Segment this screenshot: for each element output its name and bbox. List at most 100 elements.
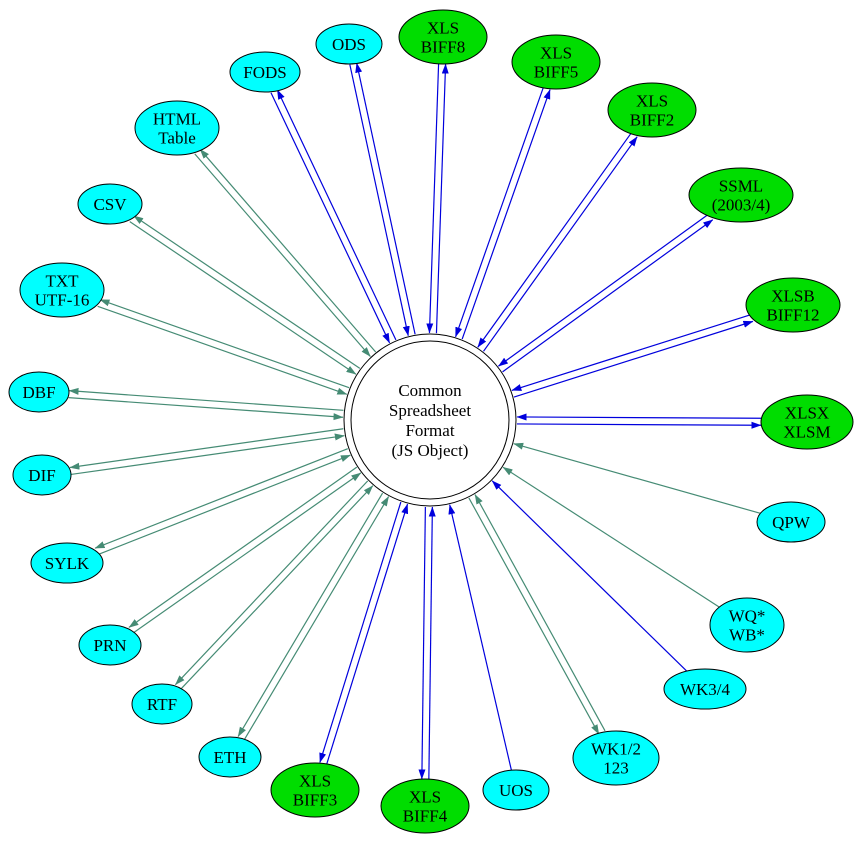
node-label-wk34: WK3/4 bbox=[680, 680, 731, 699]
node-eth: ETH bbox=[198, 736, 262, 778]
edge-write-rtf bbox=[174, 480, 369, 686]
node-shape-prn bbox=[78, 624, 142, 666]
node-label-uos: UOS bbox=[499, 781, 533, 800]
edge-write-dbf bbox=[68, 387, 344, 411]
edge-write-xls-biff4 bbox=[418, 506, 426, 780]
edge-read-rtf bbox=[180, 485, 374, 690]
edge-read-txt-utf16 bbox=[97, 305, 348, 395]
edge-write-xls-biff5 bbox=[461, 89, 551, 340]
edge-read-wk12-123 bbox=[474, 494, 606, 732]
node-ods: ODS bbox=[315, 23, 383, 65]
edge-read-xlsx-xlsm bbox=[516, 413, 762, 421]
node-wk34: WK3/4 bbox=[663, 668, 747, 710]
node-shape-ods bbox=[315, 23, 383, 65]
node-label-dif: DIF bbox=[28, 466, 55, 485]
node-shape-qpw bbox=[756, 501, 826, 543]
node-shape-eth bbox=[198, 736, 262, 778]
edge-write-xls-biff8 bbox=[435, 63, 449, 334]
node-label-prn: PRN bbox=[93, 636, 126, 655]
node-dbf: DBF bbox=[8, 371, 70, 413]
node-shape-uos bbox=[482, 769, 550, 811]
node-ssml: SSML(2003/4) bbox=[688, 167, 794, 223]
node-sylk: SYLK bbox=[30, 542, 104, 584]
node-rtf: RTF bbox=[131, 683, 193, 725]
edge-read-dbf bbox=[68, 397, 344, 421]
node-label-eth: ETH bbox=[213, 748, 246, 767]
node-shape-rtf bbox=[131, 683, 193, 725]
edge-write-xls-biff3 bbox=[319, 501, 402, 763]
node-label-ods: ODS bbox=[332, 35, 366, 54]
node-csv: CSV bbox=[77, 183, 143, 225]
node-dif: DIF bbox=[12, 454, 72, 496]
node-shape-xls-biff5 bbox=[511, 34, 601, 90]
node-shape-sylk bbox=[30, 542, 104, 584]
node-label-qpw: QPW bbox=[772, 513, 811, 532]
edge-read-xls-biff8 bbox=[426, 63, 440, 334]
center-inner-circle bbox=[350, 340, 510, 500]
node-label-sylk: SYLK bbox=[45, 554, 90, 573]
edge-read-xlsb-biff12 bbox=[511, 314, 751, 391]
edge-write-xlsx-xlsm bbox=[516, 421, 762, 429]
edge-read-sylk bbox=[97, 454, 351, 556]
edge-read-xls-biff5 bbox=[455, 87, 544, 338]
edge-write-ssml bbox=[502, 219, 714, 373]
node-qpw: QPW bbox=[756, 501, 826, 543]
node-label-csv: CSV bbox=[93, 195, 127, 214]
node-prn: PRN bbox=[78, 624, 142, 666]
edge-read-fods bbox=[270, 92, 391, 344]
edge-write-wk12-123 bbox=[468, 497, 600, 735]
edge-write-eth bbox=[237, 492, 384, 737]
edge-read-wk34 bbox=[491, 480, 688, 672]
node-shape-xls-biff8 bbox=[398, 9, 488, 65]
edge-read-ssml bbox=[498, 213, 709, 367]
edge-read-xls-biff2 bbox=[477, 132, 632, 348]
node-uos: UOS bbox=[482, 769, 550, 811]
edge-write-ods bbox=[355, 62, 416, 335]
node-shape-html-table bbox=[134, 100, 220, 156]
edge-write-prn bbox=[128, 466, 358, 628]
node-shape-wq-wb bbox=[709, 597, 785, 653]
edge-write-csv bbox=[133, 215, 361, 369]
edge-read-xls-biff3 bbox=[326, 503, 409, 765]
node-shape-wk34 bbox=[663, 668, 747, 710]
edge-read-prn bbox=[132, 472, 362, 634]
node-shape-dbf bbox=[8, 371, 70, 413]
edge-write-xlsb-biff12 bbox=[513, 320, 754, 398]
node-shape-xls-biff2 bbox=[607, 82, 697, 138]
node-label-dbf: DBF bbox=[22, 383, 55, 402]
node-fods: FODS bbox=[229, 51, 301, 93]
edge-write-sylk bbox=[94, 448, 348, 549]
edge-write-fods bbox=[276, 89, 397, 341]
node-shape-xls-biff3 bbox=[270, 762, 360, 818]
edge-read-wq-wb bbox=[502, 466, 720, 608]
edge-read-html-table bbox=[194, 153, 371, 357]
center-outer-circle bbox=[343, 333, 517, 507]
edge-read-ods bbox=[349, 64, 410, 337]
node-shape-wk12-123 bbox=[572, 730, 660, 786]
node-shape-xlsb-biff12 bbox=[745, 277, 841, 333]
node-shape-xlsx-xlsm bbox=[760, 394, 854, 450]
node-label-rtf: RTF bbox=[147, 695, 177, 714]
edge-read-qpw bbox=[513, 442, 761, 514]
node-label-wq-wb: WQ*WB* bbox=[729, 607, 766, 645]
edge-write-html-table bbox=[199, 148, 377, 353]
edge-write-dif bbox=[69, 428, 344, 470]
